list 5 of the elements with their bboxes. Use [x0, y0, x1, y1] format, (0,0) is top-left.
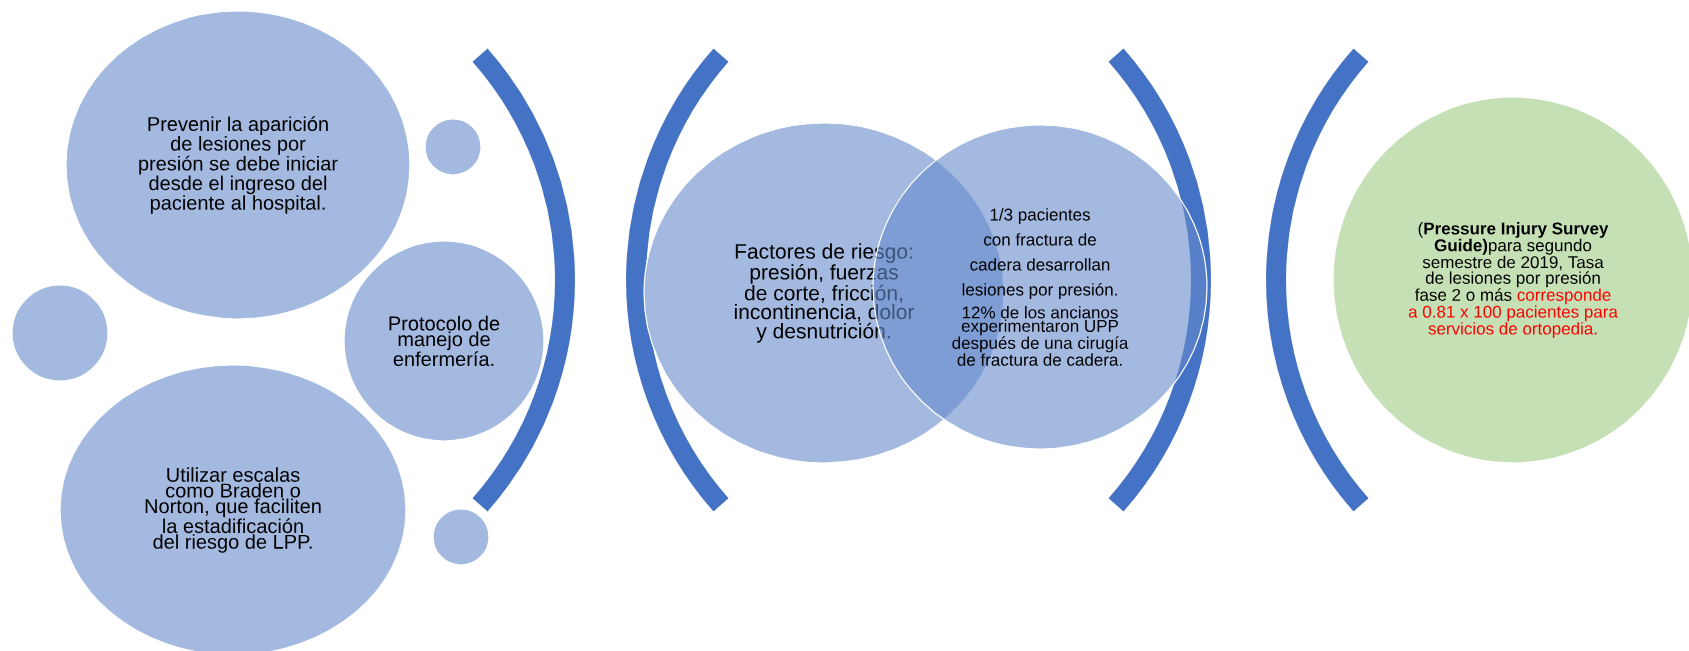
small-circle: [11, 284, 109, 382]
text-bubble: Protocolo de manejo de enfermería.: [343, 240, 545, 442]
text-bubble: (Pressure Injury Survey Guide)para segundo semestre de 2019, Tasa de lesiones por presión fase 2 o más corresponde a 0.81 x 100 pacientes para servicios de ortopedia.: [1332, 96, 1689, 464]
small-circle: [424, 118, 482, 176]
small-circle: [432, 508, 490, 566]
